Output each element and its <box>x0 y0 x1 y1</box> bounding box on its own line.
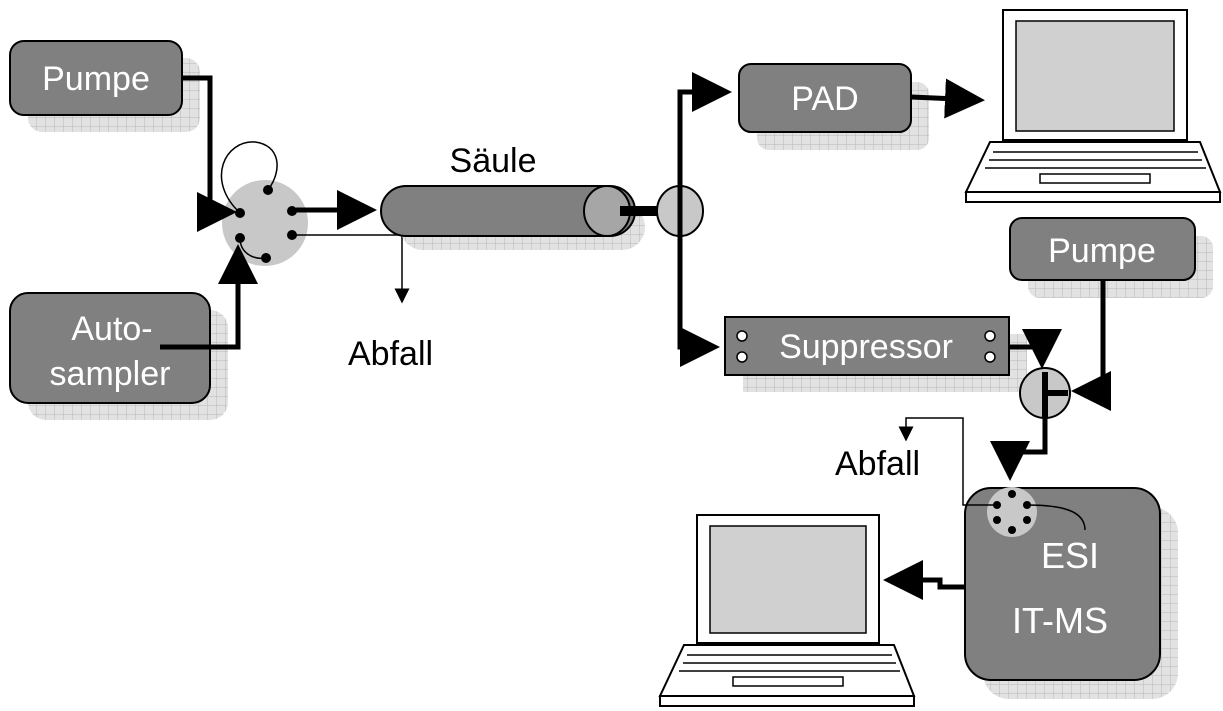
flow-line-esi-to-waste <box>898 417 997 506</box>
laptop-screen <box>1015 20 1175 132</box>
autosampler-label-line2: sampler <box>50 355 171 393</box>
esi-port <box>1008 490 1016 498</box>
pump-right-label: Pumpe <box>1048 232 1156 270</box>
injection-valve <box>220 141 308 266</box>
flow-line-autosampler-to-valve <box>160 244 258 350</box>
waste-left-label: Abfall <box>348 335 433 373</box>
suppressor-port <box>984 330 996 342</box>
laptop-base-edge <box>659 695 915 707</box>
pump-right: Pumpe <box>1009 217 1213 298</box>
flow-line-splitter-to-suppressor <box>677 200 720 367</box>
laptop-touchpad <box>732 676 844 687</box>
esi-source-valve <box>987 487 1037 537</box>
pad-label: PAD <box>791 80 858 118</box>
suppressor-port <box>736 351 748 363</box>
ms-label-line1: ESI <box>1041 535 1099 576</box>
flow-line-splitter-to-pad <box>677 72 732 236</box>
flow-line-pad-to-computer <box>910 78 985 119</box>
flow-line-valve-to-waste <box>292 234 410 304</box>
esi-port <box>993 516 1001 524</box>
suppressor-label: Suppressor <box>779 328 953 366</box>
suppressor: Suppressor <box>724 316 1027 392</box>
mixing-tee-channel <box>1042 372 1068 418</box>
flow-line-pump-to-tee <box>1071 280 1111 411</box>
suppressor-port <box>984 351 996 363</box>
mixing-tee <box>1019 367 1071 419</box>
pad-detector: PAD <box>738 63 929 150</box>
laptop-screen <box>709 525 867 634</box>
column: Säule <box>380 142 645 250</box>
laptop-touchpad <box>1039 173 1151 184</box>
suppressor-port <box>736 330 748 342</box>
laptop-keyboard-base <box>964 141 1222 193</box>
mass-spectrometer: ESI IT-MS <box>964 487 1178 699</box>
pump-left-label: Pumpe <box>42 60 150 98</box>
autosampler-label-line1: Auto- <box>71 310 152 348</box>
autosampler: Auto- sampler <box>9 292 228 420</box>
flow-line-suppressor-to-tee <box>1009 329 1062 369</box>
laptop-base-edge <box>965 191 1221 203</box>
esi-port <box>1023 516 1031 524</box>
flow-line-pump-to-valve <box>182 75 237 232</box>
computer-bottom <box>658 514 916 707</box>
waste-right-label: Abfall <box>835 445 920 483</box>
sample-loop <box>220 141 278 214</box>
ms-label-line2: IT-MS <box>1012 600 1108 641</box>
flow-line-ms-to-computer <box>883 560 965 600</box>
computer-top <box>964 9 1222 203</box>
esi-spray-line <box>1026 504 1086 531</box>
suppressor-box <box>724 316 1010 376</box>
column-label: Säule <box>450 142 537 180</box>
flow-line-tee-to-ms <box>990 416 1048 481</box>
valve-port <box>287 206 297 216</box>
pump-left: Pumpe <box>9 40 200 132</box>
esi-port <box>1008 526 1016 534</box>
